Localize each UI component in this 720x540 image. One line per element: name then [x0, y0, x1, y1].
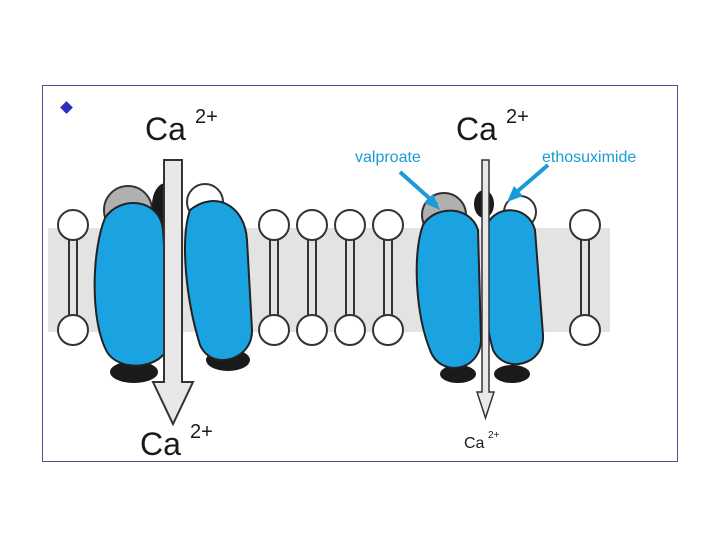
ethosuximide-pointer-head: [507, 186, 523, 202]
lipid-head: [372, 314, 404, 346]
right-channel-blue-subunit-right: [482, 209, 545, 366]
lipid-head: [569, 209, 601, 241]
left-channel-blue-subunit-left: [93, 202, 172, 367]
left-top-ca-charge: 2+: [195, 106, 218, 128]
right-top-ca-base: Ca: [456, 111, 497, 147]
lipid-head: [334, 209, 366, 241]
left-bottom-ca-charge: 2+: [190, 421, 213, 443]
right-channel-blue-subunit-left: [415, 209, 483, 369]
left-bottom-calcium-label: Ca 2+: [140, 421, 213, 462]
lipid-head: [258, 314, 290, 346]
ethosuximide-label: ethosuximide: [542, 149, 636, 166]
diagram-frame: [42, 85, 678, 462]
left-top-calcium-label: Ca 2+: [145, 106, 218, 147]
left-top-ca-base: Ca: [145, 111, 186, 147]
lipid-head: [258, 209, 290, 241]
lipid-head: [57, 209, 89, 241]
right-channel-dark-bottom-left: [440, 365, 476, 383]
left-channel-dark-bottom-left: [110, 361, 158, 383]
right-bottom-ca-base: Ca: [464, 435, 485, 452]
lipid-head: [296, 314, 328, 346]
valproate-pointer-head: [424, 194, 440, 210]
lipid-head: [296, 209, 328, 241]
lipid-head: [57, 314, 89, 346]
left-channel-calcium-arrow: [151, 159, 195, 427]
right-channel-calcium-arrow: [475, 159, 496, 421]
left-bottom-ca-base: Ca: [140, 426, 181, 462]
left-channel-blue-subunit-right: [184, 200, 254, 361]
lipid-bilayer: [57, 209, 601, 346]
right-bottom-calcium-label: Ca 2+: [464, 430, 500, 452]
lipid-head: [372, 209, 404, 241]
lipid-head: [569, 314, 601, 346]
valproate-label: valproate: [355, 149, 421, 166]
right-bottom-ca-charge: 2+: [488, 430, 500, 441]
right-top-calcium-label: Ca 2+: [456, 106, 529, 147]
right-calcium-channel: [398, 159, 550, 421]
left-calcium-channel: [93, 159, 254, 427]
right-channel-dark-bottom-right: [494, 365, 530, 383]
right-top-ca-charge: 2+: [506, 106, 529, 128]
lipid-head: [334, 314, 366, 346]
